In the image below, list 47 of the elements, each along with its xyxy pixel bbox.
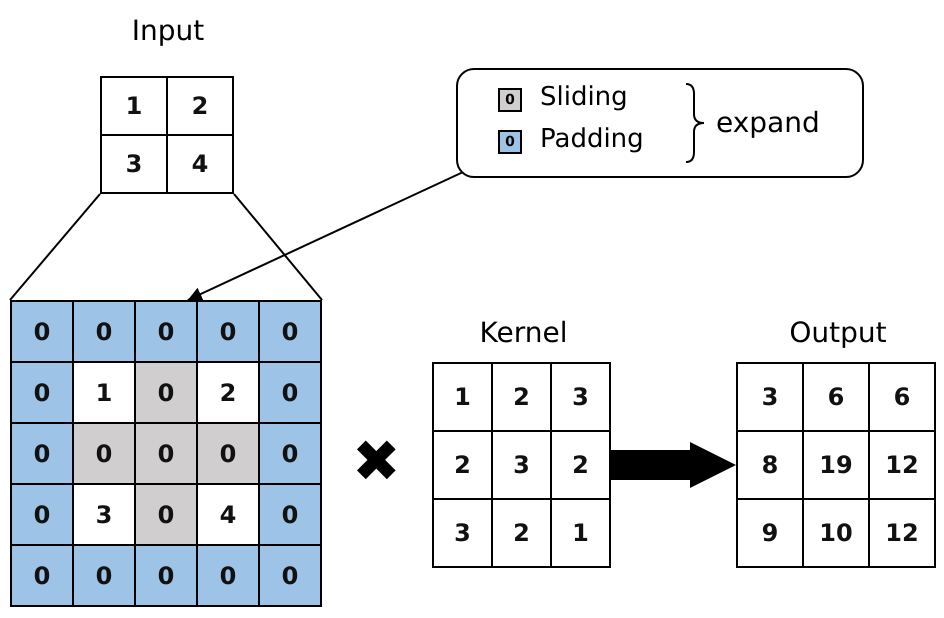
matrix-cell: 0 — [134, 361, 198, 424]
matrix-cell: 0 — [10, 300, 74, 363]
projection-line — [233, 193, 323, 301]
matrix-title: Kernel — [480, 316, 568, 349]
matrix-cell: 1 — [100, 76, 168, 136]
matrix-title: Input — [132, 14, 204, 47]
arrow — [187, 172, 463, 301]
matrix-cell: 0 — [134, 422, 198, 485]
matrix-cell: 0 — [134, 300, 198, 363]
callout-box — [456, 68, 864, 178]
matrix-cell: 0 — [258, 483, 322, 546]
matrix-cell: 0 — [10, 422, 74, 485]
matrix-cell: 0 — [196, 300, 260, 363]
matrix-cell: 12 — [868, 498, 936, 568]
matrix-cell: 0 — [10, 544, 74, 607]
matrix-cell: 0 — [196, 422, 260, 485]
legend-label: Padding — [540, 124, 644, 154]
matrix-cell: 1 — [550, 498, 611, 568]
matrix-title: Output — [789, 316, 887, 349]
matrix-cell: 3 — [100, 134, 168, 194]
multiplication-sign: ✖ — [352, 432, 401, 490]
matrix-cell: 0 — [10, 483, 74, 546]
matrix-cell: 0 — [72, 422, 136, 485]
matrix-cell: 0 — [72, 544, 136, 607]
matrix-cell: 3 — [550, 362, 611, 432]
matrix-cell: 0 — [258, 300, 322, 363]
matrix-cell: 0 — [258, 422, 322, 485]
matrix-cell: 2 — [166, 76, 234, 136]
matrix-cell: 6 — [868, 362, 936, 432]
matrix-cell: 0 — [134, 544, 198, 607]
matrix-cell: 0 — [10, 361, 74, 424]
block-arrow — [611, 442, 736, 488]
matrix-cell: 0 — [72, 300, 136, 363]
callout-text: expand — [716, 106, 820, 139]
legend-swatch: 0 — [498, 88, 522, 112]
matrix-cell: 9 — [736, 498, 804, 568]
matrix-cell: 0 — [196, 544, 260, 607]
matrix-cell: 0 — [258, 361, 322, 424]
legend-swatch: 0 — [498, 130, 522, 154]
matrix-cell: 3 — [736, 362, 804, 432]
matrix-cell: 0 — [134, 483, 198, 546]
matrix-cell: 3 — [432, 498, 493, 568]
matrix-cell: 4 — [166, 134, 234, 194]
matrix-cell: 0 — [258, 544, 322, 607]
legend-label: Sliding — [540, 82, 628, 112]
matrix-cell: 1 — [432, 362, 493, 432]
projection-line — [9, 193, 101, 301]
